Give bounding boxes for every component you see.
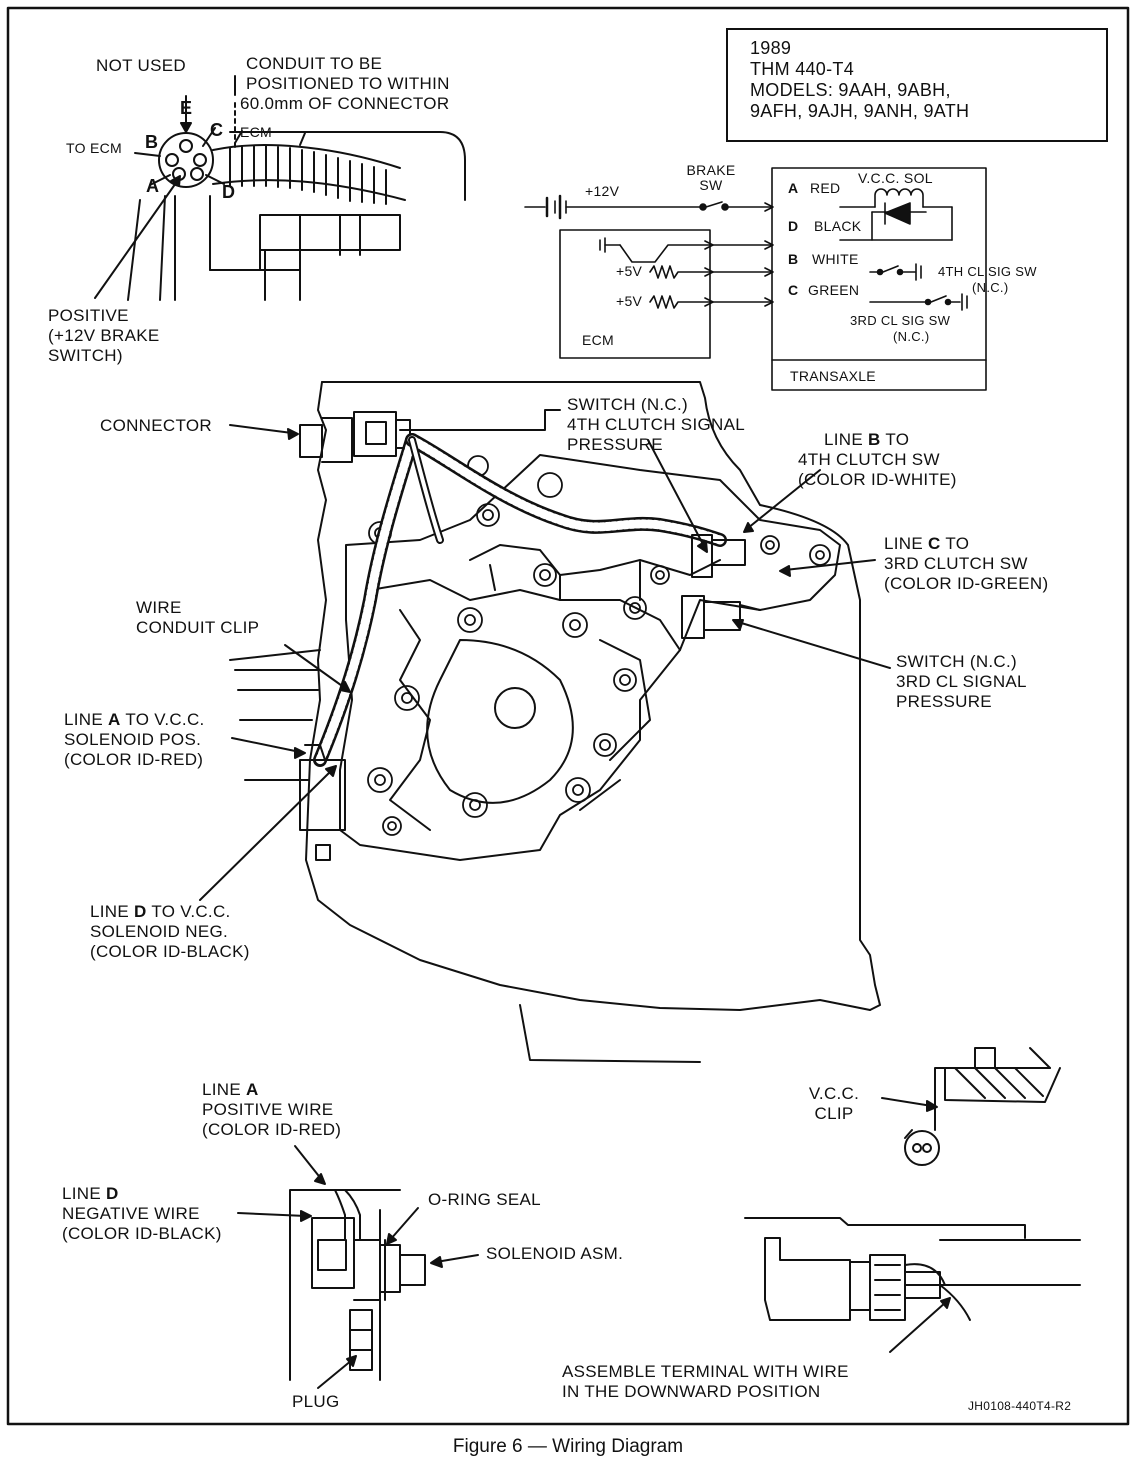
line-c-label-2: 3RD CLUTCH SW [884,554,1028,573]
conduit-note-1: CONDUIT TO BE [246,54,383,73]
sol-line-d-label-3: (COLOR ID-BLACK) [62,1224,222,1243]
sol-line-a-label-2: POSITIVE WIRE [202,1100,334,1119]
model-info-box: 1989 THM 440-T4 MODELS: 9AAH, 9ABH, 9AFH… [726,28,1108,142]
line-c-label-3: (COLOR ID-GREEN) [884,574,1049,593]
conduit-note-3: 60.0mm OF CONNECTOR [240,94,450,113]
connector-label: CONNECTOR [100,416,212,435]
sol-line-a-label-3: (COLOR ID-RED) [202,1120,342,1139]
ecm-box-label: ECM [582,332,615,348]
terminal-note-2: IN THE DOWNWARD POSITION [562,1382,821,1401]
info-year: 1989 [750,38,792,58]
sw4-nc-label: (N.C.) [972,280,1009,295]
wire-clip-label-2: CONDUIT CLIP [136,618,260,637]
solenoid-asm-label: SOLENOID ASM. [486,1244,624,1263]
sol-line-d-label-1: LINE D [62,1184,119,1203]
wiring-schematic [524,167,987,391]
plus-5v-label-2: +5V [616,293,643,309]
vcc-clip-label-1: V.C.C. [808,1084,860,1103]
schem-pin-d: D [788,218,799,234]
line-b-label-3: (COLOR ID-WHITE) [798,470,957,489]
info-models-line-1: MODELS: 9AAH, 9ABH, [750,80,951,100]
brake-sw-label-2: SW [699,177,723,193]
transaxle-label: TRANSAXLE [790,368,876,384]
switch3-label-2: 3RD CL SIGNAL [896,672,1027,691]
info-transmission: THM 440-T4 [750,59,855,79]
terminal-detail-art [744,1217,1081,1353]
schem-pin-c: C [788,282,799,298]
wire-clip-label-1: WIRE [136,598,182,617]
figure-caption: Figure 6 — Wiring Diagram [452,1436,684,1457]
sw4-label: 4TH CL SIG SW [938,264,1037,279]
switch4-label-1: SWITCH (N.C.) [567,395,688,414]
plus-5v-label-1: +5V [616,263,643,279]
not-used-label: NOT USED [96,56,186,75]
vcc-clip-art [881,1047,1061,1166]
line-d-label-1: LINE D TO V.C.C. [90,902,231,921]
switch3-label-1: SWITCH (N.C.) [896,652,1017,671]
ecm-label: ECM [240,124,273,140]
pin-d-label: D [222,182,236,202]
pin-e-label: E [180,98,193,118]
sw3-label: 3RD CL SIG SW [850,313,951,328]
solenoid-detail-art [237,1145,479,1389]
schem-green-label: GREEN [808,282,860,298]
schem-pin-b: B [788,251,799,267]
positive-label-2: (+12V BRAKE [48,326,160,345]
part-code-label: JH0108-440T4-R2 [968,1399,1072,1413]
schem-white-label: WHITE [812,251,859,267]
sw3-nc-label: (N.C.) [893,329,930,344]
pin-b-label: B [145,132,159,152]
line-d-label-3: (COLOR ID-BLACK) [90,942,250,961]
vcc-clip-label-2: CLIP [814,1104,854,1123]
brake-sw-label-1: BRAKE [686,162,736,178]
schem-pin-a: A [788,180,799,196]
oring-seal-label: O-RING SEAL [428,1190,541,1209]
line-a-label-2: SOLENOID POS. [64,730,202,749]
terminal-note-1: ASSEMBLE TERMINAL WITH WIRE [562,1362,849,1381]
info-models-line-2: 9AFH, 9AJH, 9ANH, 9ATH [750,101,970,121]
transaxle-body-art [199,381,891,1063]
switch4-label-3: PRESSURE [567,435,663,454]
switch3-label-3: PRESSURE [896,692,992,711]
vcc-sol-label: V.C.C. SOL [858,170,933,186]
pin-c-label: C [210,120,224,140]
sol-line-d-label-2: NEGATIVE WIRE [62,1204,200,1223]
sol-line-a-label-1: LINE A [202,1080,259,1099]
line-a-label-1: LINE A TO V.C.C. [64,710,205,729]
plug-label: PLUG [292,1392,340,1411]
line-c-label-1: LINE C TO [884,534,970,553]
schem-black-label: BLACK [814,218,862,234]
connector-detail-art [94,75,466,301]
schem-red-label: RED [810,180,841,196]
line-b-label-2: 4TH CLUTCH SW [798,450,940,469]
plus-12v-label: +12V [585,183,620,199]
line-b-label-1: LINE B TO [824,430,910,449]
positive-label-1: POSITIVE [48,306,129,325]
line-a-label-3: (COLOR ID-RED) [64,750,204,769]
page-border [6,6,1130,1426]
conduit-note-2: POSITIONED TO WITHIN [246,74,450,93]
connector-face [158,132,214,188]
line-d-label-2: SOLENOID NEG. [90,922,229,941]
positive-label-3: SWITCH) [48,346,123,365]
to-ecm-label: TO ECM [66,140,122,156]
pin-a-label: A [146,176,160,196]
switch4-label-2: 4TH CLUTCH SIGNAL [567,415,745,434]
